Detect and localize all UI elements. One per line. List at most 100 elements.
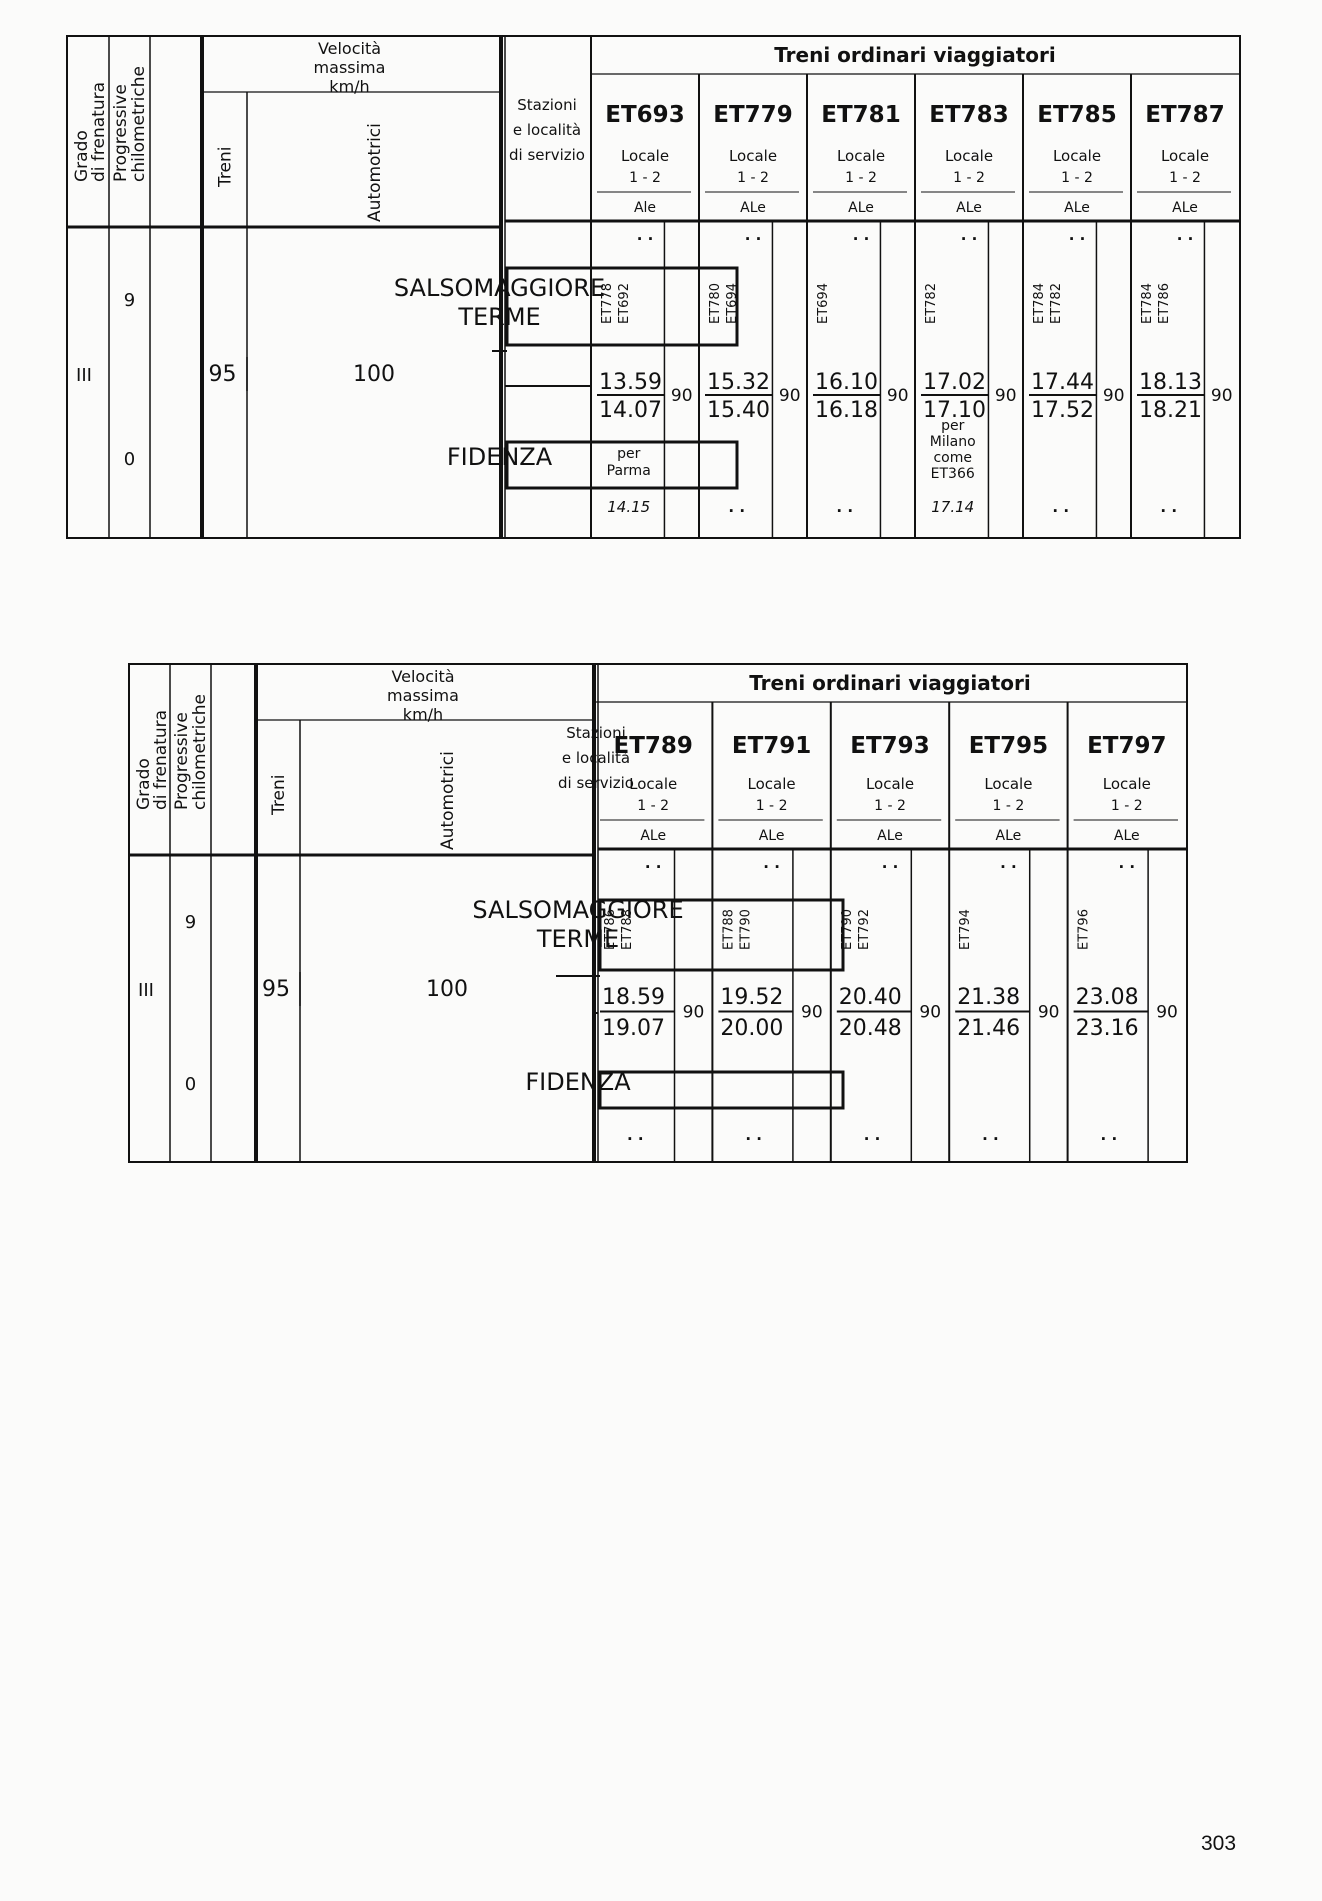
station-box-fidenza: [598, 1070, 845, 1110]
arrival-time: 18.13: [1139, 370, 1202, 395]
train-note: come: [933, 450, 972, 466]
grado-value: III: [76, 365, 92, 386]
departure-time: 14.07: [599, 398, 662, 423]
train-ref: ET780: [708, 283, 723, 324]
station-box-salsomaggiore: [598, 898, 845, 972]
train-type: Locale: [621, 147, 669, 165]
train-type: Locale: [1103, 775, 1151, 793]
train-bottom-dots: . .: [864, 1126, 881, 1144]
train-ref: ET788: [721, 909, 736, 950]
train-stock: ALe: [956, 200, 982, 216]
banner-title: Treni ordinari viaggiatori: [774, 43, 1056, 67]
train-note: per: [941, 418, 965, 434]
table-frame: [128, 663, 1188, 1163]
train-note: per: [617, 446, 641, 462]
train-ref: ET794: [958, 909, 973, 950]
train-classes: 1 - 2: [993, 798, 1025, 814]
header-stazioni: di servizio: [509, 146, 585, 164]
train-classes: 1 - 2: [1169, 170, 1201, 186]
train-speed: 90: [887, 386, 909, 406]
train-classes: 1 - 2: [737, 170, 769, 186]
header-treni: Treni: [269, 775, 289, 816]
train-note: Parma: [607, 463, 651, 479]
header-stazioni: e località: [562, 749, 630, 767]
station-salsomaggiore-2: TERME: [536, 925, 619, 953]
grado-value: III: [138, 980, 154, 1001]
train-bottom-dots: . .: [627, 1126, 644, 1144]
speed-treni: 95: [262, 977, 290, 1002]
train-ref: ET784: [1140, 283, 1155, 324]
train-top-dots: . .: [645, 854, 662, 872]
train-id: ET781: [821, 102, 900, 128]
header-grado: Grado: [134, 758, 154, 810]
train-stock: ALe: [848, 200, 874, 216]
header-automotrici: Automotrici: [365, 123, 385, 222]
arrival-time: 23.08: [1076, 985, 1139, 1010]
km-fidenza: 0: [124, 449, 135, 470]
arrival-time: 16.10: [815, 370, 878, 395]
header-velocita: km/h: [403, 705, 443, 724]
train-top-dots: . .: [1069, 226, 1086, 244]
header-velocita: massima: [387, 686, 459, 705]
train-speed: 90: [1038, 1003, 1060, 1023]
departure-time: 17.10: [923, 398, 986, 423]
train-type: Locale: [729, 147, 777, 165]
departure-time: 20.00: [720, 1016, 783, 1041]
train-type: Locale: [1053, 147, 1101, 165]
train-type: Locale: [866, 775, 914, 793]
header-velocita: km/h: [329, 77, 369, 96]
train-stock: ALe: [740, 200, 766, 216]
km-salsomaggiore: 9: [124, 290, 135, 311]
station-salsomaggiore: SALSOMAGGIORE: [394, 274, 605, 302]
arrival-time: 15.32: [707, 370, 770, 395]
train-bottom-dots: . .: [1160, 498, 1177, 516]
train-ref: ET694: [816, 283, 831, 324]
header-progressive: Progressive: [172, 712, 192, 810]
train-top-dots: . .: [637, 226, 654, 244]
train-bottom-dots: . .: [982, 1126, 999, 1144]
departure-time: 16.18: [815, 398, 878, 423]
train-id: ET789: [613, 733, 692, 759]
train-stock: ALe: [1172, 200, 1198, 216]
train-ref: ET692: [617, 283, 632, 324]
header-stazioni: di servizio: [558, 774, 634, 792]
departure-time: 17.52: [1031, 398, 1094, 423]
station-fidenza: FIDENZA: [447, 443, 553, 471]
train-ref: ET792: [857, 909, 872, 950]
train-id: ET785: [1037, 102, 1116, 128]
header-progressive-2: chilometriche: [129, 66, 149, 182]
train-id: ET779: [713, 102, 792, 128]
departure-time: 18.21: [1139, 398, 1202, 423]
train-stock: Ale: [634, 200, 656, 216]
train-classes: 1 - 2: [1111, 798, 1143, 814]
header-stazioni: Stazioni: [517, 96, 577, 114]
train-top-dots: . .: [882, 854, 899, 872]
arrival-time: 20.40: [839, 985, 902, 1010]
speed-treni: 95: [209, 362, 237, 387]
train-ref: ET778: [600, 283, 615, 324]
train-speed: 90: [1103, 386, 1125, 406]
connection-time: 17.14: [931, 498, 974, 516]
page-number: 303: [1201, 1832, 1237, 1855]
train-speed: 90: [995, 386, 1017, 406]
train-speed: 90: [1211, 386, 1233, 406]
train-ref: ET796: [1077, 909, 1092, 950]
header-progressive-2: chilometriche: [190, 694, 210, 810]
train-stock: ALe: [759, 828, 785, 844]
train-bottom-dots: . .: [745, 1126, 762, 1144]
departure-time: 23.16: [1076, 1016, 1139, 1041]
departure-time: 21.46: [957, 1016, 1020, 1041]
train-type: Locale: [748, 775, 796, 793]
station-box-fidenza: [505, 440, 739, 490]
header-automotrici: Automotrici: [438, 751, 458, 850]
train-speed: 90: [1156, 1003, 1178, 1023]
departure-time: 20.48: [839, 1016, 902, 1041]
header-stazioni: e località: [513, 121, 581, 139]
speed-automotrici: 100: [426, 977, 468, 1002]
header-grado: Grado: [72, 130, 92, 182]
km-fidenza: 0: [185, 1074, 196, 1095]
train-bottom-dots: . .: [836, 498, 853, 516]
train-ref: ET790: [738, 909, 753, 950]
